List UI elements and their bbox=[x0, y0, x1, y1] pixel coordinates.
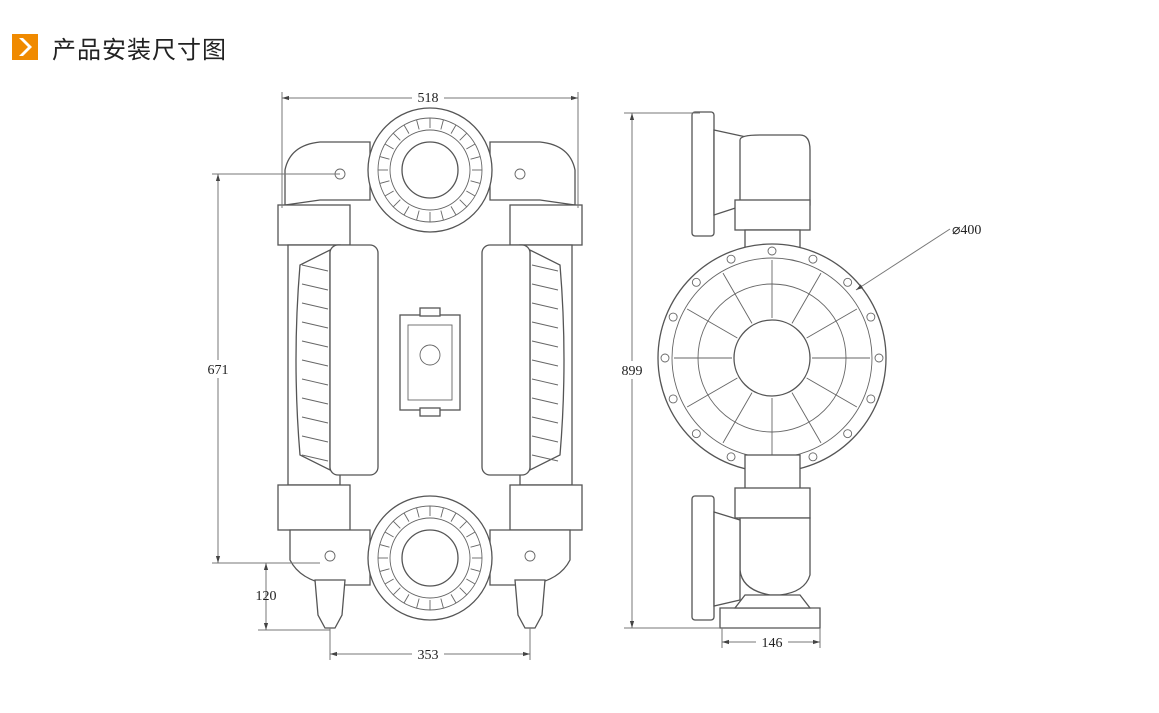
dim-label-base-width: 146 bbox=[762, 636, 783, 651]
dim-label-foot-height: 120 bbox=[256, 589, 277, 604]
dim-label-diameter: ⌀400 bbox=[952, 223, 981, 238]
center-air-valve bbox=[399, 307, 461, 417]
bottom-flange bbox=[367, 495, 493, 621]
dimension-total-height: 899 bbox=[614, 112, 720, 629]
dimension-foot-height: 120 bbox=[256, 562, 330, 631]
dimension-foot-spacing: 353 bbox=[329, 628, 531, 663]
side-view bbox=[657, 111, 887, 629]
dim-label-overall-width: 518 bbox=[418, 91, 439, 106]
right-diaphragm-housing bbox=[481, 244, 565, 476]
side-diaphragm-disc bbox=[657, 243, 887, 473]
dim-label-frame-height: 671 bbox=[208, 363, 229, 378]
page-title: 产品安装尺寸图 bbox=[52, 35, 227, 64]
dimension-overall-width: 518 bbox=[281, 89, 579, 208]
top-flange bbox=[367, 107, 493, 233]
dimension-diaphragm-diameter: ⌀400 bbox=[855, 223, 981, 291]
dim-label-foot-spacing: 353 bbox=[418, 648, 439, 663]
dim-label-total-height: 899 bbox=[622, 364, 643, 379]
chevron-right-icon bbox=[12, 34, 38, 60]
section-header: 产品安装尺寸图 bbox=[12, 30, 227, 64]
dimension-base-width: 146 bbox=[721, 628, 821, 651]
front-view bbox=[277, 107, 583, 629]
left-diaphragm-housing bbox=[295, 244, 379, 476]
dimension-frame-height: 671 bbox=[200, 173, 340, 564]
